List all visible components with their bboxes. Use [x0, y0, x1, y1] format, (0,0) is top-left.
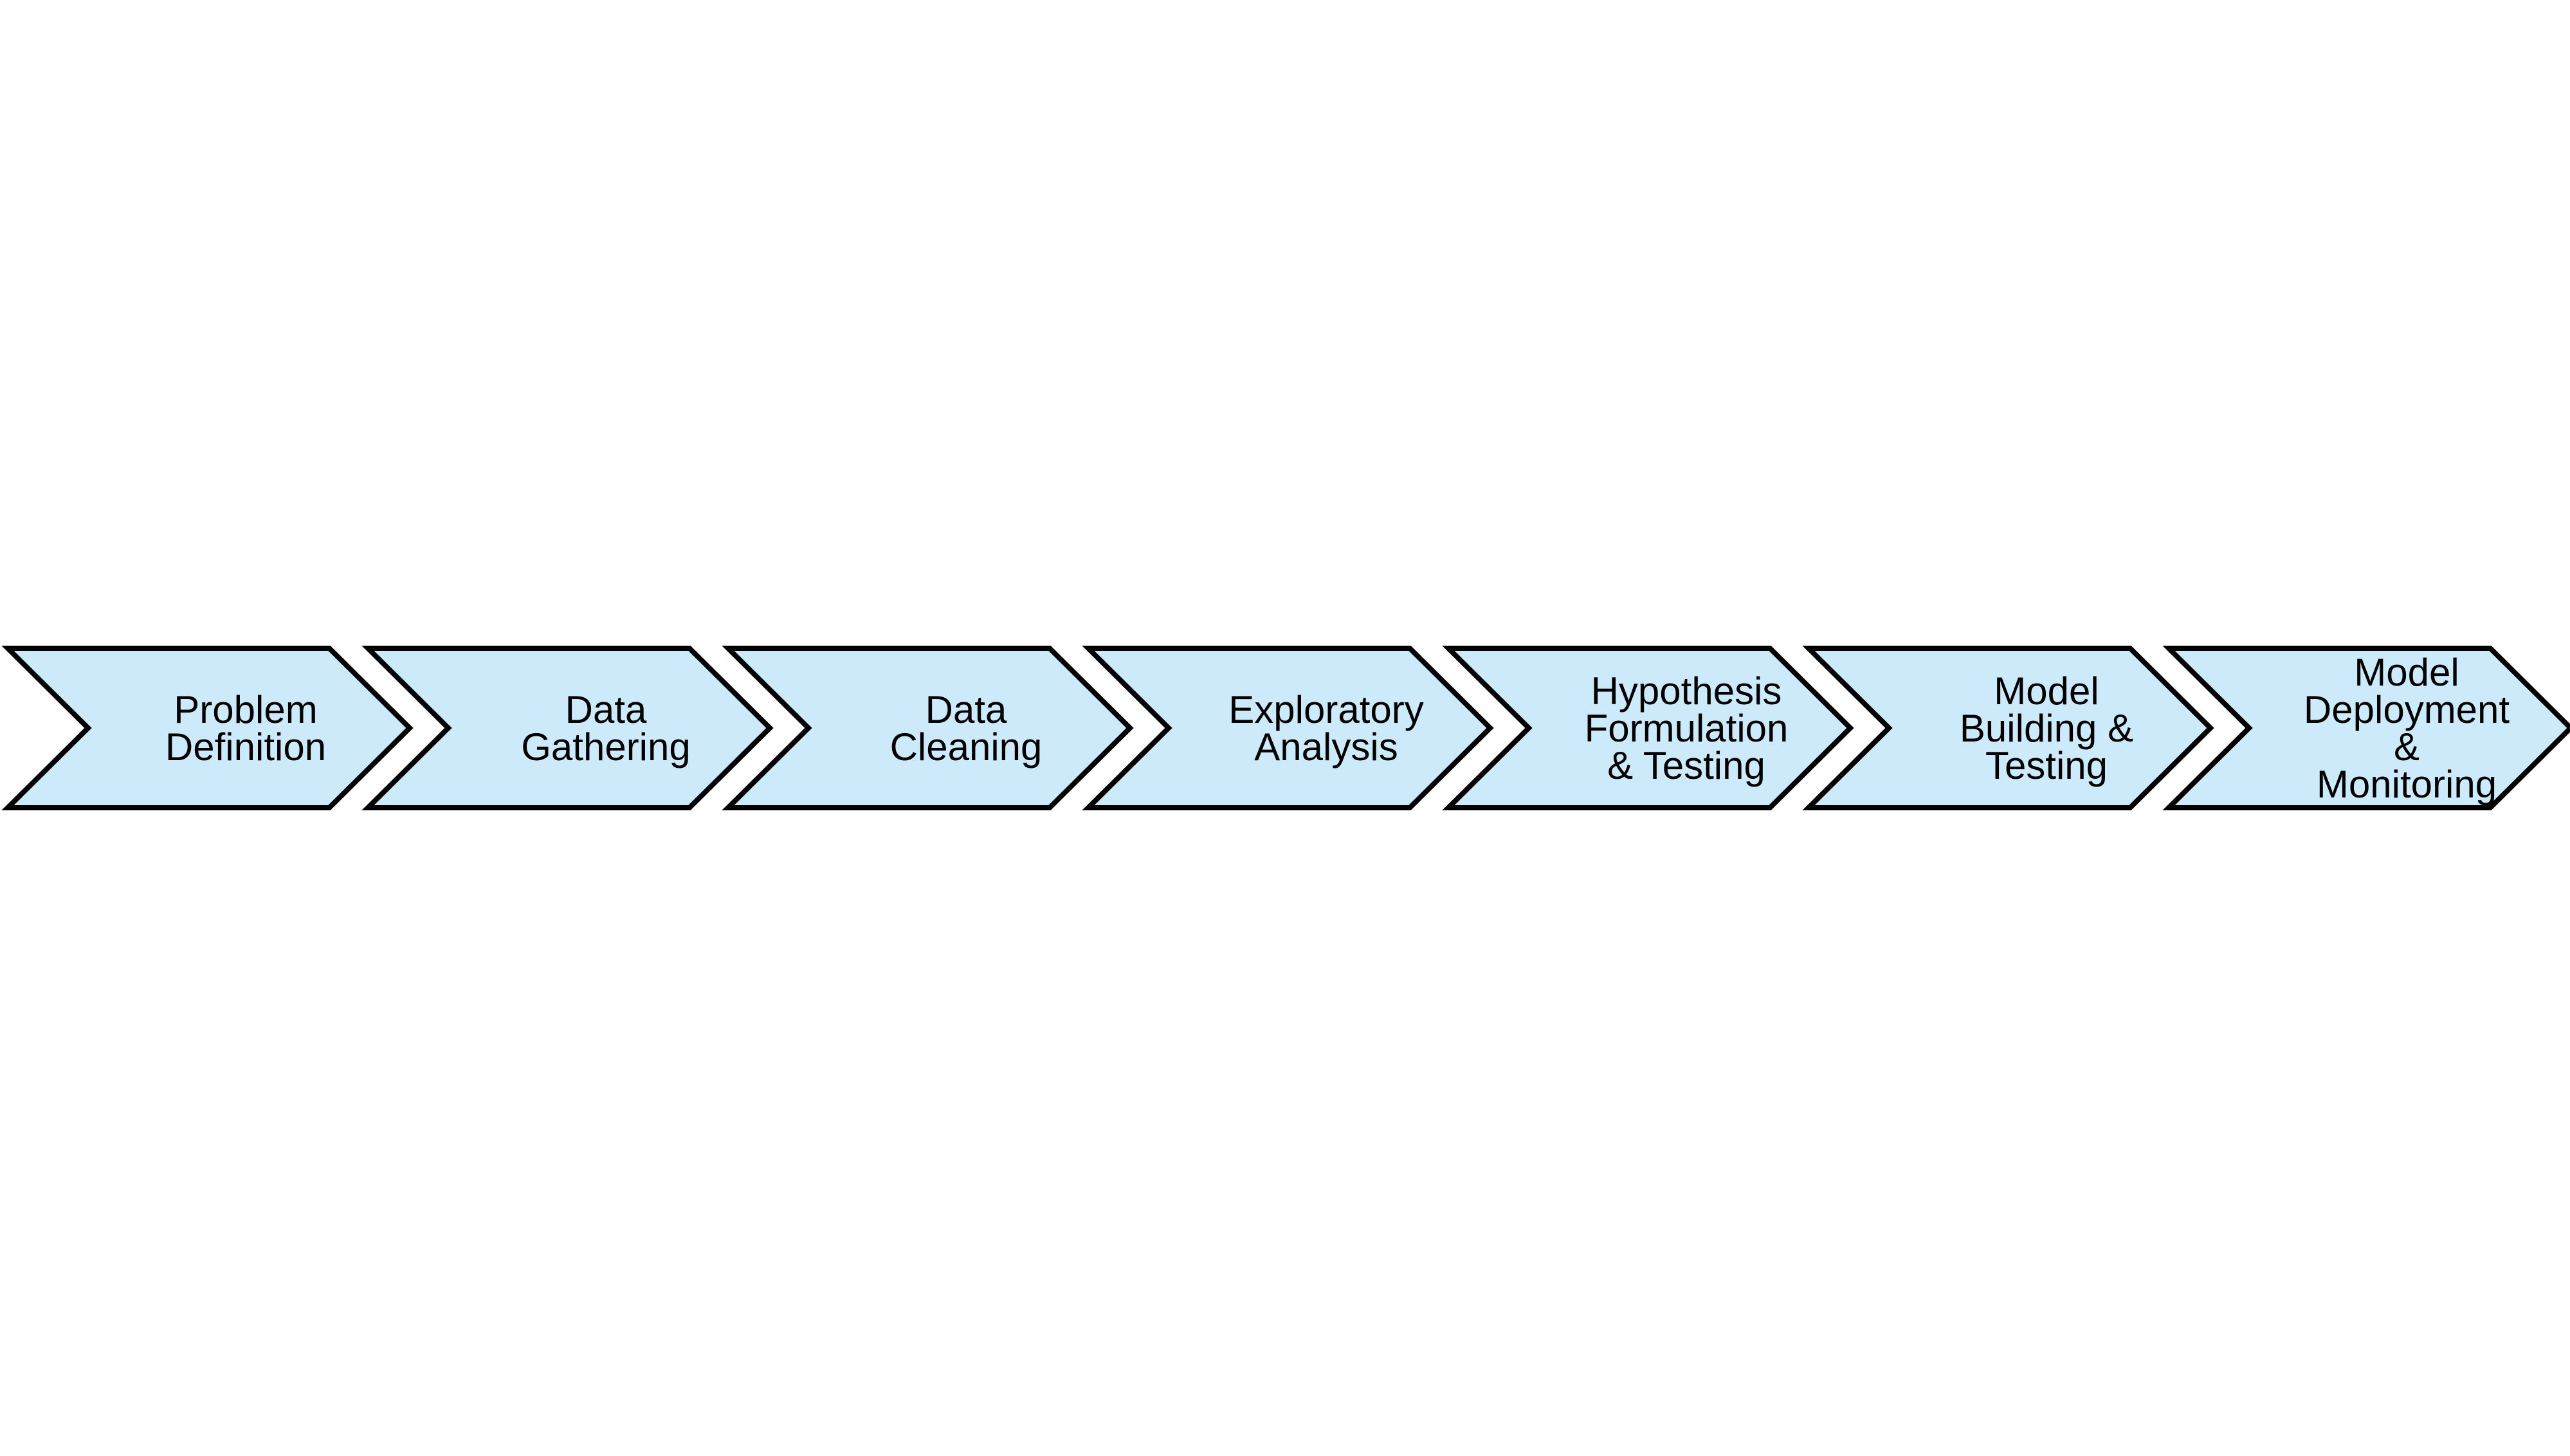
step-label-line: Definition [165, 725, 326, 769]
step-label-line: Exploratory [1228, 688, 1423, 731]
step-label-line: & [2394, 725, 2420, 769]
process-chevrons: ProblemDefinitionDataGatheringDataCleani… [1, 646, 2570, 810]
chevron-shape [2162, 646, 2570, 810]
step-label-line: Testing [1985, 744, 2108, 787]
step-label-line: Gathering [521, 725, 691, 769]
chevron-shape [1082, 646, 1494, 810]
step-label-line: Problem [174, 688, 317, 731]
chevron-shape [1, 646, 414, 810]
step-label-line: Formulation [1585, 707, 1789, 750]
step-label-line: & Testing [1607, 744, 1765, 787]
step-label-line: Monitoring [2317, 763, 2497, 806]
step-label-line: Cleaning [890, 725, 1043, 769]
step-label-line: Building & [1960, 707, 2133, 750]
step-label-line: Model [2354, 651, 2459, 694]
chevron-shape [1802, 646, 2214, 810]
step-label-line: Deployment [2304, 688, 2510, 731]
chevron-shape [361, 646, 774, 810]
step-label-line: Data [565, 688, 647, 731]
chevron-shape [1442, 646, 1854, 810]
step-label-line: Model [1994, 669, 2099, 713]
chevron-shape [722, 646, 1134, 810]
step-label-line: Hypothesis [1591, 669, 1782, 713]
step-label-line: Data [925, 688, 1007, 731]
step-label-line: Analysis [1254, 725, 1398, 769]
